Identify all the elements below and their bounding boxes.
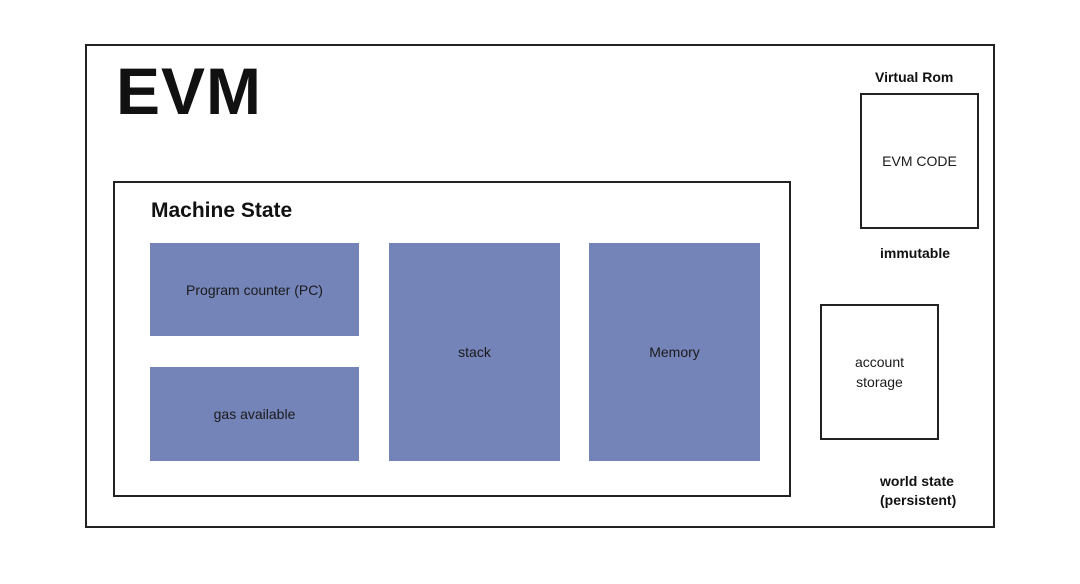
machine-state-frame: [113, 181, 791, 497]
virtual-rom-label: Virtual Rom: [875, 69, 954, 85]
account-storage-line-1: account: [854, 353, 905, 370]
immutable-label: immutable: [880, 245, 951, 261]
account-storage-line-2: storage: [856, 374, 903, 390]
world-state-line-2: (persistent): [880, 491, 957, 508]
world-state-label: world state (persistent): [880, 472, 956, 510]
world-state-line-1: world state: [880, 473, 954, 489]
memory-block: Memory: [589, 243, 760, 461]
account-storage-box: account storage: [820, 304, 939, 440]
stack-block: stack: [389, 243, 560, 461]
evm-title: EVM: [116, 54, 263, 128]
gas-available-block: gas available: [150, 367, 359, 461]
account-storage-label: account storage: [855, 352, 904, 393]
evm-code-box: EVM CODE: [860, 93, 979, 229]
stack-label: stack: [458, 344, 491, 360]
evm-frame: [85, 44, 995, 528]
evm-code-label: EVM CODE: [882, 152, 957, 169]
gas-available-label: gas available: [213, 406, 296, 422]
machine-state-title: Machine State: [151, 199, 293, 222]
memory-label: Memory: [649, 344, 700, 360]
program-counter-block: Program counter (PC): [150, 243, 359, 336]
program-counter-label: Program counter (PC): [186, 281, 323, 298]
